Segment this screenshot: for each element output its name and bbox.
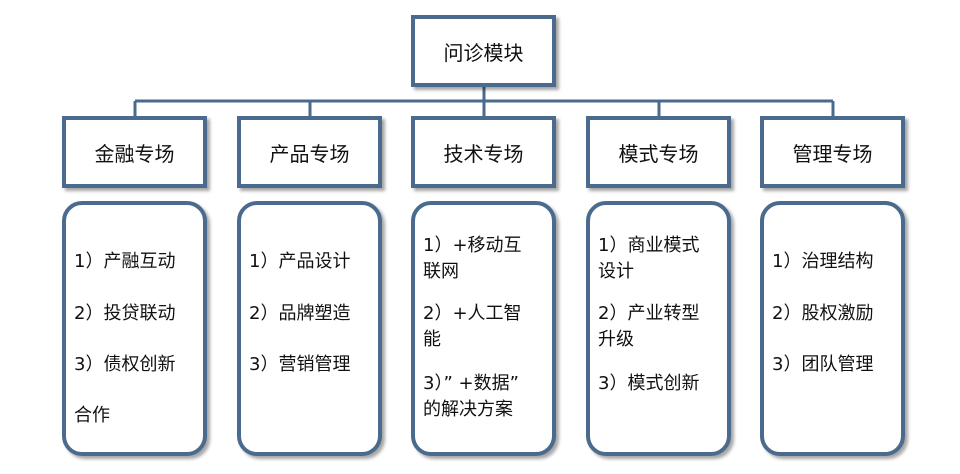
category-finance: 金融专场 bbox=[62, 116, 207, 188]
card-business-model: 1）商业模式 设计 2）产业转型 升级 3）模式创新 bbox=[586, 201, 731, 456]
list-item: 3）债权创新 bbox=[74, 354, 176, 375]
list-item: 2）品牌塑造 bbox=[249, 303, 351, 324]
card-management: 1）治理结构 2）股权激励 3）团队管理 bbox=[760, 201, 905, 456]
list-item: 1）产融互动 bbox=[74, 251, 176, 272]
list-item: 3）模式创新 bbox=[598, 373, 700, 394]
list-item: 1）+移动互 联网 bbox=[423, 235, 522, 282]
category-management: 管理专场 bbox=[760, 116, 905, 188]
list-item: 合作 bbox=[74, 405, 110, 426]
root-node: 问诊模块 bbox=[411, 15, 556, 87]
list-item: 3）” +数据” 的解决方案 bbox=[423, 373, 519, 420]
list-item: 2）投贷联动 bbox=[74, 303, 176, 324]
list-item: 3）团队管理 bbox=[772, 354, 874, 375]
list-item: 1）治理结构 bbox=[772, 251, 874, 272]
card-product: 1）产品设计 2）品牌塑造 3）营销管理 bbox=[237, 201, 382, 456]
root-label: 问诊模块 bbox=[443, 40, 524, 65]
category-title: 模式专场 bbox=[618, 141, 699, 166]
category-title: 产品专场 bbox=[269, 141, 350, 166]
list-item: 3）营销管理 bbox=[249, 354, 351, 375]
card-technology: 1）+移动互 联网 2）+人工智 能 3）” +数据” 的解决方案 bbox=[411, 201, 556, 456]
category-product: 产品专场 bbox=[237, 116, 382, 188]
list-item: 1）商业模式 设计 bbox=[598, 235, 700, 282]
list-item: 1）产品设计 bbox=[249, 251, 351, 272]
category-title: 技术专场 bbox=[443, 141, 524, 166]
card-finance: 1）产融互动 2）投贷联动 3）债权创新 合作 bbox=[62, 201, 207, 456]
category-technology: 技术专场 bbox=[411, 116, 556, 188]
category-title: 管理专场 bbox=[792, 141, 873, 166]
category-business-model: 模式专场 bbox=[586, 116, 731, 188]
list-item: 2）+人工智 能 bbox=[423, 303, 522, 350]
category-title: 金融专场 bbox=[94, 141, 175, 166]
list-item: 2）股权激励 bbox=[772, 303, 874, 324]
list-item: 2）产业转型 升级 bbox=[598, 303, 700, 350]
